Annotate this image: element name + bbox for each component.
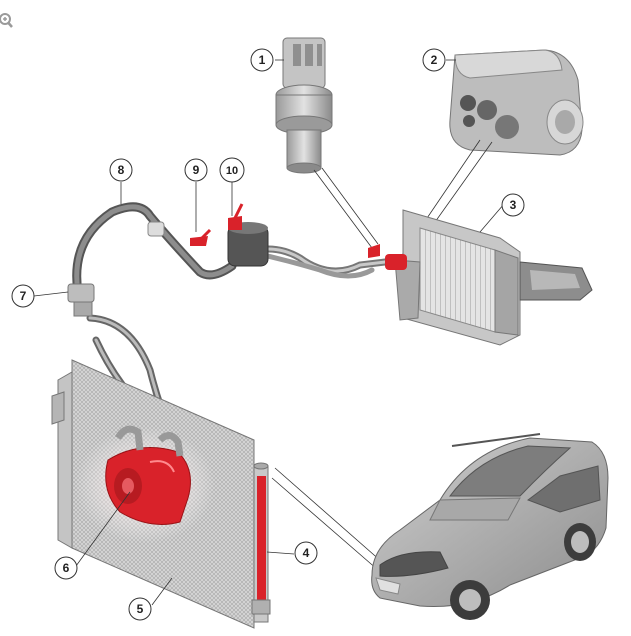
- receiver-drier-part: [251, 462, 271, 623]
- callout-3[interactable]: 3: [501, 193, 525, 217]
- pressure-sensor-part: [275, 37, 333, 174]
- expansion-valve-part: [449, 49, 584, 156]
- callout-8[interactable]: 8: [109, 158, 133, 182]
- callout-6[interactable]: 6: [54, 556, 78, 580]
- callout-2[interactable]: 2: [422, 48, 446, 72]
- callout-9[interactable]: 9: [184, 158, 208, 182]
- callout-8-label: 8: [118, 163, 125, 177]
- callout-7-label: 7: [20, 289, 27, 303]
- callout-7[interactable]: 7: [11, 284, 35, 308]
- callout-1-label: 1: [259, 53, 266, 67]
- compressor-part: [75, 425, 215, 543]
- callout-leaders: [33, 59, 505, 606]
- hose-clip: [147, 221, 165, 237]
- zoom-in-icon[interactable]: [0, 13, 13, 28]
- callout-5-label: 5: [137, 602, 144, 616]
- service-valve-markers: [190, 203, 407, 270]
- callout-10-label: 10: [226, 165, 238, 177]
- evaporator-part: [394, 209, 593, 346]
- callout-5[interactable]: 5: [128, 597, 152, 621]
- line-fitting-part: [67, 283, 95, 317]
- vehicle-illustration: [371, 433, 609, 620]
- callout-3-label: 3: [510, 198, 517, 212]
- callout-4-label: 4: [303, 546, 310, 560]
- callout-2-label: 2: [431, 53, 438, 67]
- callout-6-label: 6: [63, 561, 70, 575]
- callout-1[interactable]: 1: [250, 48, 274, 72]
- callout-10[interactable]: 10: [219, 157, 245, 183]
- callout-4[interactable]: 4: [294, 541, 318, 565]
- callout-9-label: 9: [193, 163, 200, 177]
